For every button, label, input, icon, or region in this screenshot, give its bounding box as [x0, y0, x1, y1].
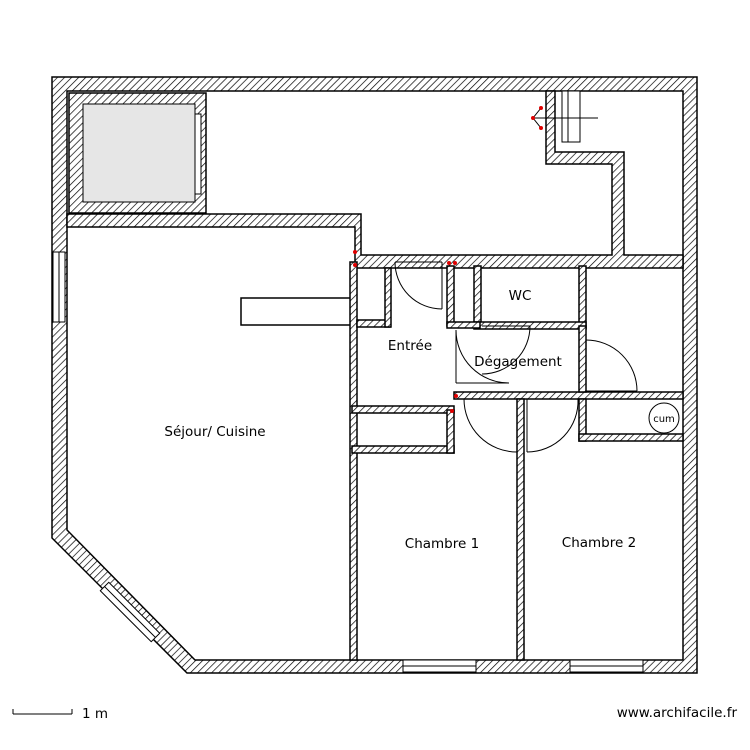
label-entree: Entrée [388, 338, 432, 354]
scale-bar [12, 709, 73, 715]
wall-entree-bottom [351, 405, 455, 414]
wall-sejour-right [349, 261, 358, 661]
wall-entree-right [446, 265, 455, 327]
wall-wc-right [578, 265, 587, 329]
window-diagonal [99, 581, 161, 643]
marker-points [353, 106, 543, 413]
watermark: www.archifacile.fr [617, 705, 738, 721]
interior-wall-top-band [66, 90, 684, 269]
label-cumulus: cum [653, 414, 675, 425]
label-chambre-1: Chambre 1 [405, 536, 479, 552]
pipe-fixture [532, 90, 598, 143]
wall-cum-bottom [578, 433, 684, 442]
kitchen-counter [240, 297, 352, 326]
label-sejour: Séjour/ Cuisine [164, 424, 265, 440]
wall-entree-right-low [446, 409, 455, 454]
label-wc: WC [509, 288, 532, 304]
scale-label: 1 m [82, 706, 108, 722]
wall-chambre-divider [516, 398, 525, 661]
skylight-edge [194, 113, 202, 195]
door-right-room[interactable] [585, 339, 638, 392]
skylight [82, 103, 196, 203]
wall-right-room-v [578, 325, 587, 393]
door-degagement[interactable] [455, 329, 510, 384]
door-entree[interactable] [394, 261, 443, 310]
wall-wc-left [473, 265, 482, 329]
door-chambre-2[interactable] [526, 398, 579, 453]
wall-degagement-left [446, 321, 481, 329]
label-degagement: Dégagement [474, 354, 562, 370]
door-chambre-1[interactable] [463, 398, 518, 453]
wall-cupboard-v [384, 267, 392, 328]
label-chambre-2: Chambre 2 [562, 535, 636, 551]
wall-closet-bottom [351, 445, 455, 454]
cumulus-circle [648, 402, 680, 434]
door-wc[interactable] [481, 325, 531, 375]
wall-degagement-bottom [453, 391, 684, 400]
